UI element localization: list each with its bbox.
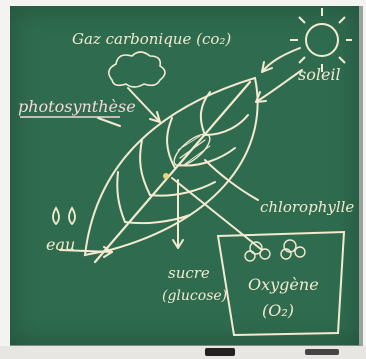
chalk-tray [0, 346, 366, 359]
arrow-chlorophylle [204, 159, 259, 201]
label-sucre: sucre [168, 264, 210, 282]
label-soleil: soleil [298, 65, 341, 84]
sun-icon [290, 8, 352, 72]
oxygen-box [216, 230, 346, 337]
arrow-photosynthese [97, 117, 121, 127]
label-chlorophylle: chlorophylle [260, 198, 354, 216]
chalkboard [10, 6, 363, 348]
label-photosynthese: photosynthèse [18, 97, 136, 116]
arrow-oxygene [171, 177, 263, 251]
label-co2: Gaz carbonique (co₂) [72, 30, 231, 48]
arrow-eau [59, 249, 113, 253]
label-eau: eau [46, 235, 75, 254]
oxygen-bubbles-icon [244, 239, 306, 262]
arrow-co2 [127, 87, 161, 123]
label-o2: (O₂) [262, 301, 294, 320]
label-glucose: (glucose) [162, 288, 227, 304]
marker-object-2 [305, 349, 339, 355]
marker-object [205, 348, 235, 356]
arrow-sun-1 [261, 47, 301, 73]
cloud-icon [108, 51, 166, 88]
arrow-sun-2 [255, 69, 303, 103]
water-drops-icon [52, 206, 76, 226]
label-oxygene: Oxygène [248, 275, 319, 294]
chloroplast-dot [163, 173, 169, 179]
leaf-icon [83, 76, 259, 264]
